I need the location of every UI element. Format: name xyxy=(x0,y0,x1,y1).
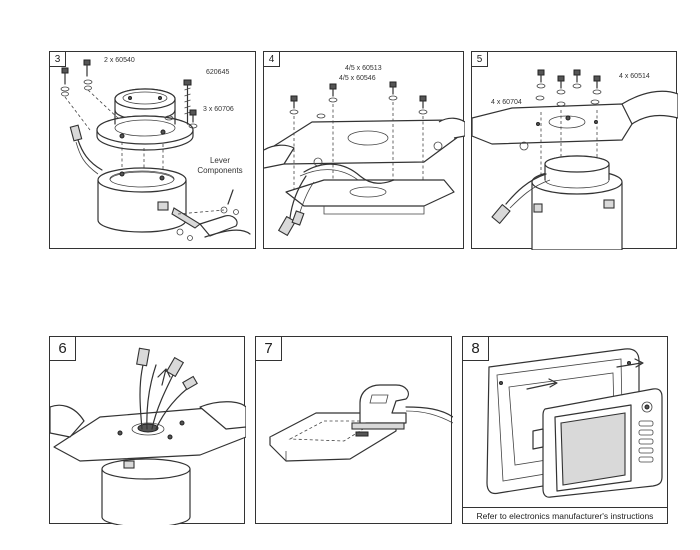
step-8-panel: 8 Refer to electronics manufacturer's in… xyxy=(462,336,668,524)
step-6-panel: 6 xyxy=(49,336,246,525)
screw-icon xyxy=(328,83,338,103)
screw-icon xyxy=(536,69,546,89)
screw-icon xyxy=(289,95,299,115)
step-7-illustration xyxy=(269,384,453,462)
screw-icon xyxy=(418,95,428,115)
step-6-illustration xyxy=(50,347,246,525)
part-number-label: 2 x 60540 xyxy=(104,57,135,64)
step-number: 6 xyxy=(50,337,76,361)
step-5-illustration xyxy=(472,69,678,250)
part-number-label: 620645 xyxy=(206,69,230,76)
screw-icon xyxy=(388,81,398,101)
part-number-label: 4 x 60514 xyxy=(619,73,650,80)
step-3-panel: 3 xyxy=(49,51,256,249)
screw-icon xyxy=(83,59,91,77)
step-8-illustration xyxy=(486,348,663,498)
step-3-illustration xyxy=(60,59,251,241)
part-number-label: 4/5 x 60513 xyxy=(345,65,382,72)
lever-components-label: Lever Components xyxy=(197,156,243,175)
step-7-panel: 7 xyxy=(255,336,453,524)
screw-icon xyxy=(592,75,602,95)
screw-icon xyxy=(61,67,69,85)
screw-icon xyxy=(556,75,566,95)
step-5-panel: 5 4 x 60514 4 x 60704 xyxy=(471,51,678,250)
part-number-label: 3 x 60706 xyxy=(203,106,234,113)
part-number-label: 4/5 x 60546 xyxy=(339,75,376,82)
screw-icon xyxy=(572,69,582,89)
step-4-illustration xyxy=(264,81,465,237)
instructions-footer: Refer to electronics manufacturer's inst… xyxy=(463,507,667,523)
step-number: 4 xyxy=(264,52,280,67)
step-number: 7 xyxy=(256,337,282,361)
step-number: 5 xyxy=(472,52,488,67)
step-4-panel: 4 4/5 x 60513 4/5 x 60546 xyxy=(263,51,465,249)
step-number: 3 xyxy=(50,52,66,67)
screw-icon xyxy=(189,109,197,123)
bolt-icon xyxy=(183,79,192,125)
part-number-label: 4 x 60704 xyxy=(491,99,522,106)
step-number: 8 xyxy=(463,337,489,361)
